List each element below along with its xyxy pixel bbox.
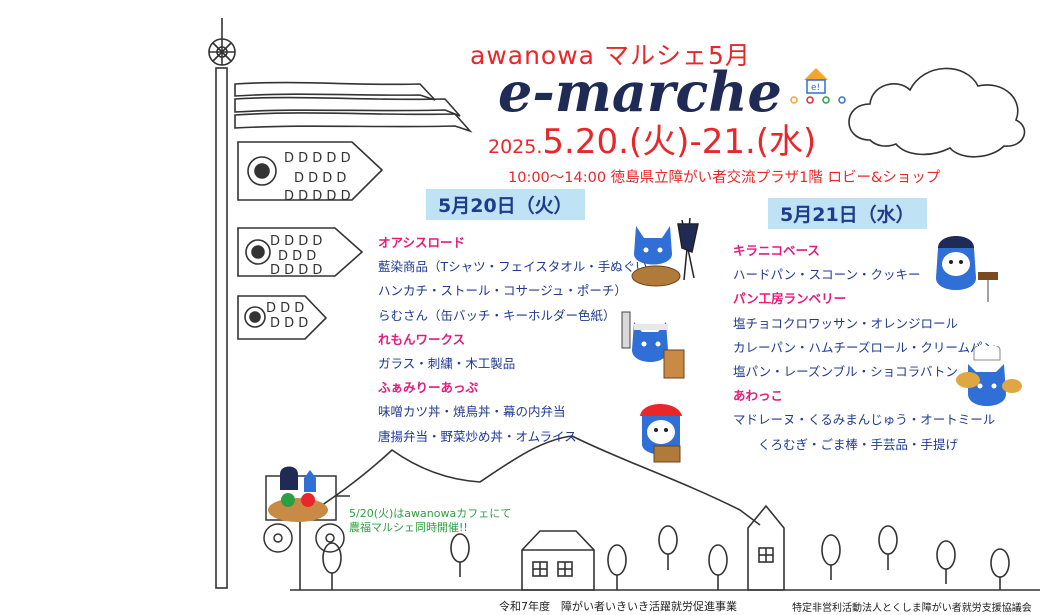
product-line: ハードパン・スコーン・クッキー bbox=[733, 267, 921, 283]
product-line: ガラス・刺繍・木工製品 bbox=[378, 356, 516, 372]
product-line: カレーパン・ハムチーズロール・クリームパン bbox=[733, 339, 996, 355]
product-line: 塩チョコクロワッサン・オレンジロール bbox=[733, 315, 959, 331]
vendor-name: ふぁみりーあっぷ bbox=[378, 380, 479, 396]
mascot-cat-icon bbox=[936, 236, 998, 302]
program-name: 令和7年度 障がい者いきいき活躍就労促進事業 bbox=[499, 600, 737, 613]
product-line: らむさん（缶バッチ・キーホルダー色紙） bbox=[378, 307, 616, 323]
day1-vendor-list: オアシスロード藍染商品（Tシャツ・フェイスタオル・手ぬぐいハンカチ・ストール・コ… bbox=[378, 231, 648, 449]
cafe-note-line2: 農福マルシェ同時開催!! bbox=[349, 521, 468, 534]
svg-text:D D D: D D D bbox=[270, 316, 308, 331]
vendor-name: パン工房ランベリー bbox=[733, 291, 847, 307]
product-line: マドレーヌ・くるみまんじゅう・オートミール bbox=[733, 412, 996, 428]
event-date-range: 5.20.(火)-21.(水) bbox=[542, 122, 817, 162]
cafe-note-line1: 5/20(火)はawanowaカフェにて bbox=[349, 507, 512, 520]
vendor-name: オアシスロード bbox=[378, 235, 466, 250]
svg-text:D D D D: D D D D bbox=[270, 234, 322, 249]
svg-text:D D D D: D D D D bbox=[270, 263, 322, 278]
tree-icon bbox=[322, 525, 1010, 590]
vendor-name: あわっこ bbox=[733, 388, 784, 404]
product-line: 藍染商品（Tシャツ・フェイスタオル・手ぬぐい bbox=[378, 259, 648, 275]
svg-text:D D D: D D D bbox=[266, 301, 304, 316]
mascot-cat-icon bbox=[631, 217, 699, 287]
product-line: ハンカチ・ストール・コサージュ・ポーチ） bbox=[378, 283, 627, 299]
product-line: 唐揚弁当・野菜炒め丼・オムライス bbox=[378, 428, 577, 444]
event-dates: 2025.5.20.(火)-21.(水) bbox=[488, 114, 816, 163]
house-logo-icon: e! bbox=[790, 68, 846, 104]
product-line: くろむぎ・ごま棒・手芸品・手提げ bbox=[733, 436, 959, 452]
day2-banner: 5月21日（水） bbox=[768, 198, 927, 229]
svg-text:e!: e! bbox=[811, 83, 820, 93]
event-logo-text: e-marche bbox=[498, 60, 782, 124]
vendor-name: キラニコベース bbox=[733, 243, 820, 258]
svg-text:D D D D: D D D D bbox=[294, 171, 346, 186]
cart-icon bbox=[263, 466, 350, 553]
mascot-cat-icon bbox=[640, 404, 682, 463]
house-icon bbox=[521, 504, 785, 591]
svg-text:D D D D D: D D D D D bbox=[284, 151, 351, 166]
mascot-cat-icon bbox=[621, 311, 685, 379]
svg-text:D D D D D: D D D D D bbox=[284, 189, 351, 204]
time-and-venue: 10:00〜14:00 徳島県立障がい者交流プラザ1階 ロビー&ショップ bbox=[508, 170, 941, 186]
vendor-name: れもんワークス bbox=[378, 331, 466, 347]
mountain-icon bbox=[299, 435, 761, 590]
cafe-note: 5/20(火)はawanowaカフェにて 農福マルシェ同時開催!! bbox=[349, 507, 511, 535]
product-line: 味噌カツ丼・焼鳥丼・幕の内弁当 bbox=[378, 404, 566, 420]
day2-vendor-list: キラニコベースハードパン・スコーン・クッキーパン工房ランベリー塩チョコクロワッサ… bbox=[733, 239, 996, 457]
day1-banner: 5月20日（火） bbox=[426, 189, 585, 220]
product-line: 塩パン・レーズンブル・ショコラバトン bbox=[733, 364, 958, 380]
svg-text:D D D: D D D bbox=[278, 249, 316, 264]
organizer-name: 特定非営利活動法人とくしま障がい者就労支援協議会 bbox=[792, 603, 1032, 614]
mascot-cat-icon bbox=[956, 346, 1022, 406]
koinobori-icon bbox=[208, 18, 473, 589]
cloud-icon bbox=[848, 67, 1026, 158]
event-title: awanowa マルシェ5月 bbox=[470, 41, 751, 70]
event-year: 2025. bbox=[488, 136, 543, 158]
